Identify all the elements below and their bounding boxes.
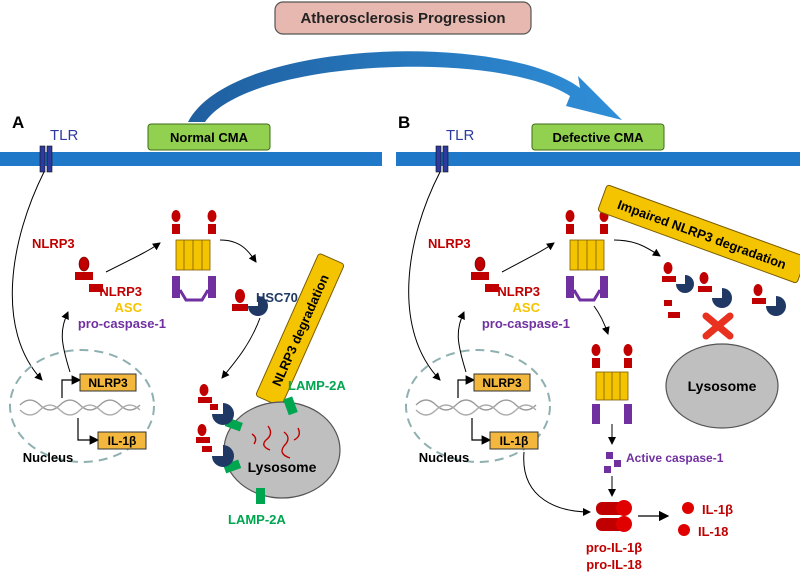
defective-cma-label: Defective CMA xyxy=(552,130,644,145)
docked-complex-1 xyxy=(198,384,234,425)
nlrp3-label-b: NLRP3 xyxy=(428,236,471,251)
tlr-label-a: TLR xyxy=(50,127,79,144)
title-box: Atherosclerosis Progression xyxy=(274,1,532,35)
membrane-a xyxy=(0,152,382,166)
lamp2a-label-top: LAMP-2A xyxy=(288,378,346,393)
hsc70-complex xyxy=(232,289,268,316)
dna-a-2 xyxy=(19,404,141,416)
gene-il1b-box-b xyxy=(489,431,539,450)
inflammasome-asc-a: ASC xyxy=(115,300,143,315)
impaired-banner: Impaired NLRP3 degradation xyxy=(597,184,800,284)
dna-a-1 xyxy=(19,399,141,411)
il1b-dot xyxy=(682,502,694,514)
gene-il1b-label-a: IL-1β xyxy=(108,434,137,448)
lysosome-label-a: Lysosome xyxy=(248,459,317,475)
gene-nlrp3-label-a: NLRP3 xyxy=(88,376,128,390)
gene-il1b-box-a xyxy=(97,431,147,450)
inflammasome-nlrp3-a: NLRP3 xyxy=(99,284,142,299)
lamp2a-channel-4 xyxy=(256,488,265,504)
hsc70-label: HSC70 xyxy=(256,290,298,305)
gene-nlrp3-label-b: NLRP3 xyxy=(482,376,522,390)
defective-cma-banner xyxy=(531,123,665,151)
lamp2a-label-bottom: LAMP-2A xyxy=(228,512,286,527)
il18-dot xyxy=(678,524,690,536)
docked-complex-2 xyxy=(196,424,234,467)
active-caspase-label: Active caspase-1 xyxy=(626,451,724,465)
inflammasome-asc-b: ASC xyxy=(513,300,541,315)
pro-il1b-label: pro-IL-1β xyxy=(586,540,642,555)
lysosome-b xyxy=(665,343,779,429)
caspase-fragments xyxy=(604,452,621,473)
lysosome-label-b: Lysosome xyxy=(688,378,757,394)
membrane-b xyxy=(396,152,800,166)
free-complex-2 xyxy=(698,272,732,308)
nlrp3-label-a: NLRP3 xyxy=(32,236,75,251)
progression-arrow xyxy=(188,51,622,122)
tlr-signal-arrow-b xyxy=(408,171,441,381)
lamp2a-channel-1 xyxy=(283,396,298,416)
nlrp3-monomer-b xyxy=(471,256,499,292)
panel-b-letter: B xyxy=(398,113,410,132)
inflammasome-a xyxy=(171,210,217,302)
gene-il1b-label-b: IL-1β xyxy=(500,434,529,448)
tlr-label-b: TLR xyxy=(446,127,475,144)
nucleus-a xyxy=(9,349,155,463)
lamp2a-channel-3 xyxy=(223,459,242,474)
nlrp3-monomer-a xyxy=(75,256,103,292)
gene-nlrp3-box-b xyxy=(473,373,531,392)
gene-nlrp3-box-a xyxy=(79,373,137,392)
impaired-label: Impaired NLRP3 degradation xyxy=(615,197,788,272)
panel-a-letter: A xyxy=(12,113,24,132)
blocked-x-icon xyxy=(702,312,734,340)
il18-label: IL-18 xyxy=(698,524,728,539)
tlr-signal-arrow-a xyxy=(11,171,45,381)
nucleus-b xyxy=(405,349,551,463)
nucleus-label-b: Nucleus xyxy=(419,450,470,465)
il1b-label: IL-1β xyxy=(702,502,733,517)
free-complex-1 xyxy=(662,262,694,318)
inflammasome-procasp-b: pro-caspase-1 xyxy=(482,316,570,331)
pro-il18-label: pro-IL-18 xyxy=(586,557,642,572)
inflammasome-procasp-a: pro-caspase-1 xyxy=(78,316,166,331)
pro-il-cluster xyxy=(596,500,632,532)
normal-cma-label: Normal CMA xyxy=(170,130,249,145)
tlr-receptor-a xyxy=(39,145,53,173)
inflammasome-b xyxy=(565,210,609,302)
nucleus-label-a: Nucleus xyxy=(23,450,74,465)
active-inflammasome xyxy=(591,344,633,424)
normal-cma-banner xyxy=(147,123,271,151)
inflammasome-nlrp3-b: NLRP3 xyxy=(497,284,540,299)
title-text: Atherosclerosis Progression xyxy=(300,10,505,27)
tlr-receptor-b xyxy=(435,145,449,173)
free-complex-3 xyxy=(752,284,786,316)
